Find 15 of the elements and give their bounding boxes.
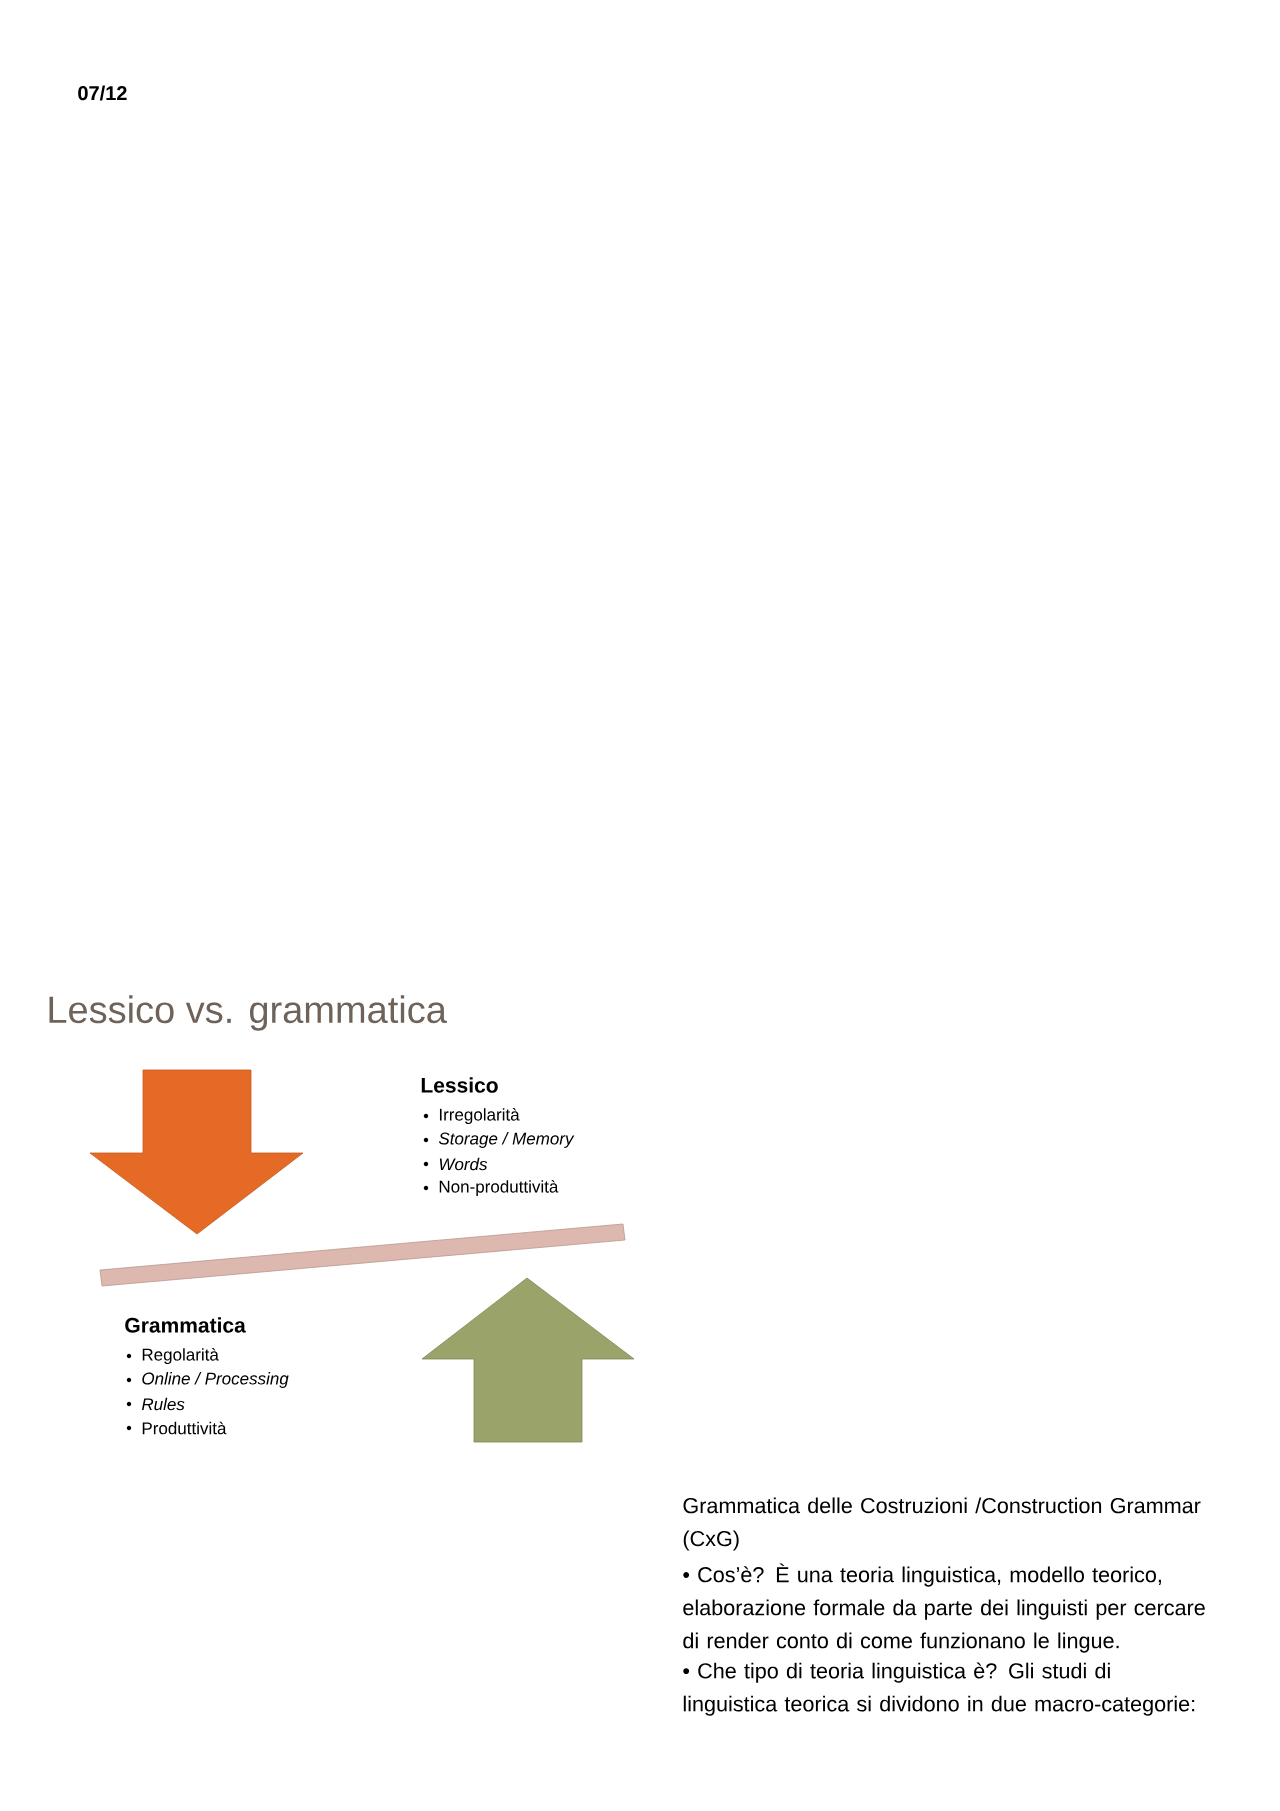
list-item: Non-produttività <box>423 1180 559 1196</box>
list-item: Regolarità <box>126 1348 219 1364</box>
list-item: Words <box>423 1157 488 1171</box>
paragraph: Grammatica delle Costruzioni /Construction Grammar (CxG) <box>683 1497 1201 1551</box>
list-heading: Grammatica <box>125 1317 246 1333</box>
list-item: Storage / Memory <box>423 1132 575 1148</box>
paragraph: • Cos’è? È una teoria linguistica, modello teorico, elaborazione formale da parte dei linguisti per cercare di render conto di come funzionano le lingue. <box>683 1563 1205 1653</box>
list-item: Irregolarità <box>423 1108 520 1124</box>
slide-title: Lessico vs. grammatica <box>49 995 447 1031</box>
list-item: Online / Processing <box>126 1372 289 1388</box>
list-item: Produttività <box>126 1421 227 1435</box>
list-heading: Lessico <box>421 1077 498 1093</box>
list-item: Rules <box>126 1397 185 1411</box>
page-date: 07/12 <box>78 85 127 101</box>
paragraph: • Che tipo di teoria linguistica è? Gli studi di linguistica teorica si dividono in due macro-categorie: <box>683 1662 1195 1716</box>
